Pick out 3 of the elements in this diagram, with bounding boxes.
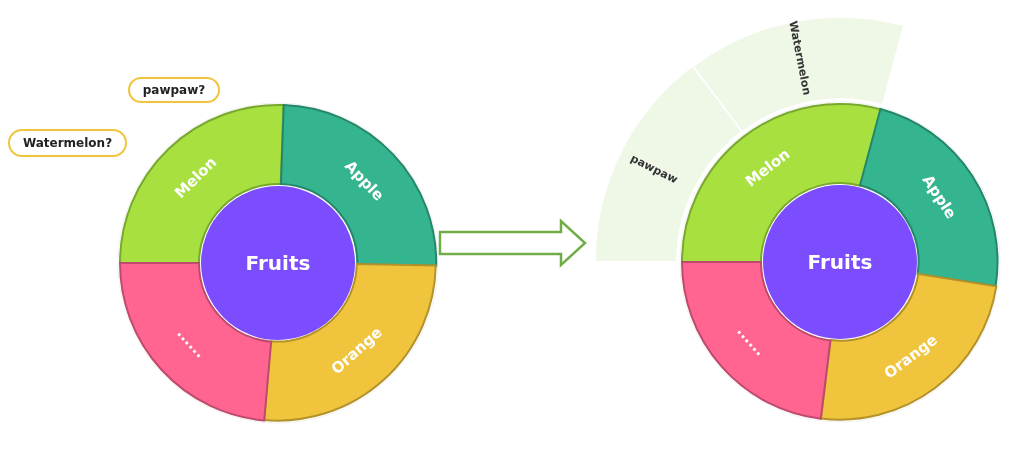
hollow-arrow bbox=[438, 218, 587, 268]
speech-bubble: Watermelon? bbox=[8, 129, 127, 157]
speech-bubble: pawpaw? bbox=[128, 77, 220, 103]
